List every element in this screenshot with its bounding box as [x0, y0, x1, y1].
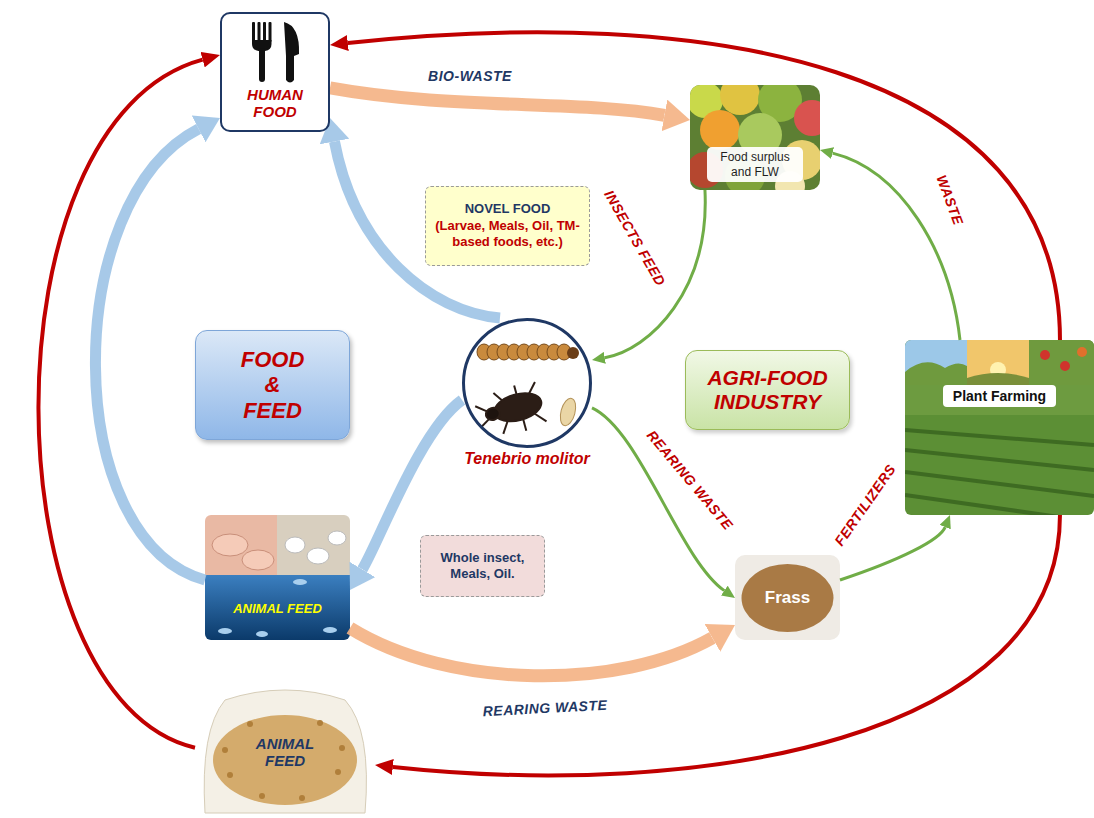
- flow-arrow: [840, 527, 945, 580]
- food-icon-box: HUMAN FOOD: [220, 12, 330, 132]
- edge-label: BIO-WASTE: [428, 68, 512, 84]
- flow-arrow: [348, 32, 1060, 340]
- flow-arrow: [330, 88, 664, 115]
- flow-arrow: [38, 60, 202, 748]
- node-label: ANIMAL FEED: [250, 735, 320, 770]
- node-label: FOOD & FEED: [236, 347, 310, 423]
- node-label: Frass: [765, 588, 810, 608]
- sector-box: AGRI-FOOD INDUSTRY: [685, 350, 850, 430]
- node-body: (Larvae, Meals, Oil, TM-based foods, etc…: [432, 218, 583, 251]
- node-label: Tenebrio molitor: [464, 450, 590, 468]
- flow-arrow: [350, 628, 712, 676]
- insect-circle: Tenebrio molitor: [462, 318, 592, 448]
- sector-box: FOOD & FEED: [195, 330, 350, 440]
- node-label: Food surplus and FLW: [707, 147, 803, 182]
- edge-label: REARING WASTE: [644, 427, 736, 533]
- edge-label: FERTILIZERS: [831, 461, 899, 548]
- node-label: NOVEL FOOD: [465, 201, 551, 218]
- edge-label: REARING WASTE: [482, 697, 607, 720]
- node-label: Whole insect, Meals, Oil.: [427, 550, 538, 583]
- photo-box: Food surplus and FLW: [690, 85, 820, 190]
- flow-arrow: [95, 129, 205, 580]
- edge-label: WASTE: [934, 173, 967, 228]
- flow-arrow: [393, 515, 1060, 775]
- photo-box: ANIMAL FEED: [195, 685, 375, 813]
- photo-box: ANIMAL FEED: [205, 515, 350, 640]
- node-label: Plant Farming: [943, 385, 1056, 407]
- node-label: ANIMAL FEED: [233, 601, 322, 616]
- node-label: AGRI-FOOD INDUSTRY: [692, 366, 843, 414]
- photo-box: Frass: [735, 555, 840, 640]
- product-callout: Whole insect, Meals, Oil.: [420, 535, 545, 597]
- product-callout: NOVEL FOOD(Larvae, Meals, Oil, TM-based …: [425, 186, 590, 266]
- edge-label: INSECTS FEED: [601, 187, 669, 288]
- photo-box: Plant Farming: [905, 340, 1094, 515]
- node-label: HUMAN FOOD: [239, 87, 311, 120]
